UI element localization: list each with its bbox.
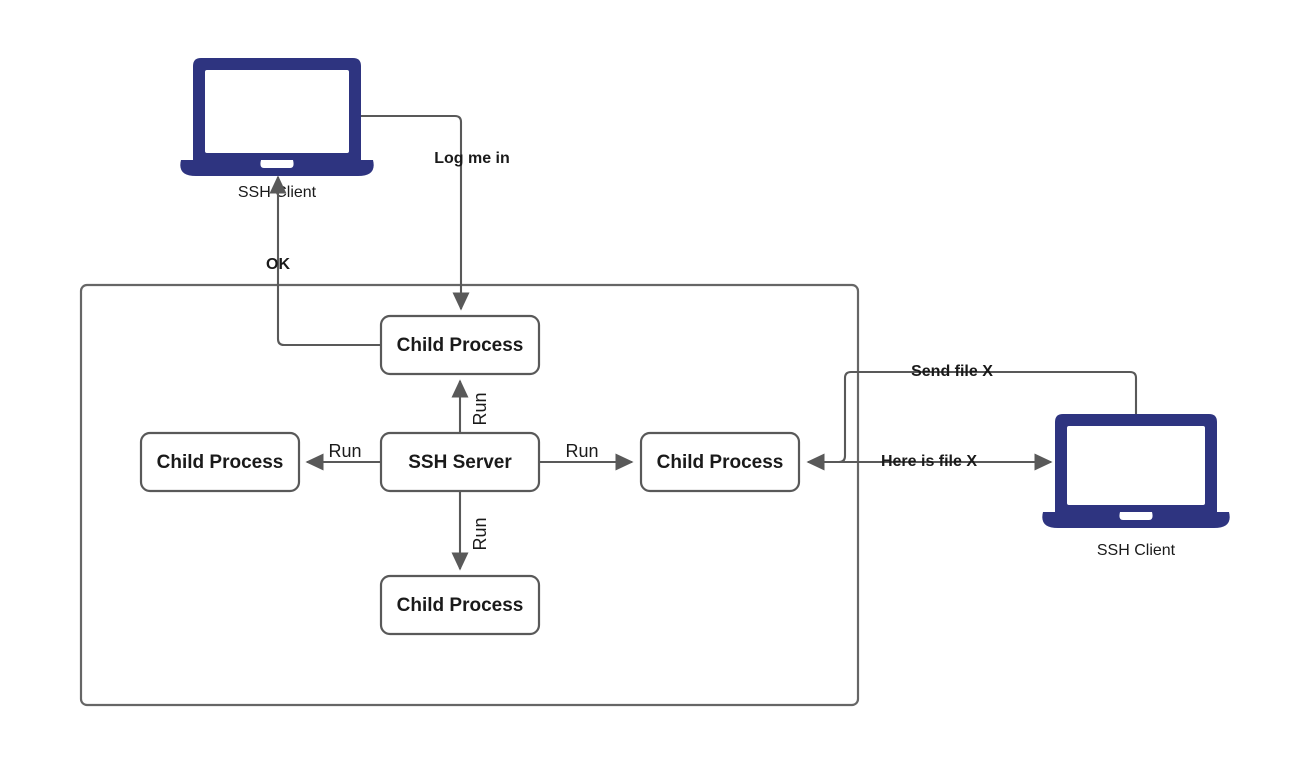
edge-here-is-file-x: Here is file X [806, 453, 1053, 471]
edge-run-right: Run [539, 441, 634, 471]
edge-label-log-me-in: Log me in [434, 150, 510, 167]
server-container-box [79, 283, 860, 707]
edge-ok: OK [266, 175, 381, 347]
node-ssh-server-label: SSH Server [408, 452, 512, 473]
edge-log-me-in-line [361, 114, 470, 311]
edge-label-run-down: Run [470, 517, 490, 550]
node-ssh-server[interactable]: SSH Server [379, 431, 541, 493]
edge-label-run-right: Run [565, 441, 598, 461]
node-child-left-box[interactable] [139, 431, 301, 493]
edge-label-send-file-x: Send file X [911, 363, 993, 380]
laptop-icon-notch [260, 160, 294, 168]
edge-run-down: Run [451, 491, 490, 571]
node-child-bottom-box[interactable] [379, 574, 541, 636]
edge-log-me-in: Log me in [361, 114, 510, 311]
node-child-left[interactable]: Child Process [139, 431, 301, 493]
node-child-bottom[interactable]: Child Process [379, 574, 541, 636]
edge-run-left: Run [305, 441, 381, 471]
edge-label-here-is-file-x: Here is file X [881, 453, 977, 470]
node-child-top[interactable]: Child Process [379, 314, 541, 376]
node-child-right[interactable]: Child Process [639, 431, 801, 493]
node-child-top-box[interactable] [379, 314, 541, 376]
edge-ok-line [269, 175, 381, 347]
node-child-right-label: Child Process [657, 452, 784, 473]
node-child-bottom-label: Child Process [397, 595, 524, 616]
laptop-icon-screen [205, 70, 349, 153]
node-ssh-server-box[interactable] [379, 431, 541, 493]
edge-run-up: Run [451, 379, 490, 433]
edge-label-run-left: Run [328, 441, 361, 461]
edge-label-run-up: Run [470, 392, 490, 425]
device-client-right: SSH Client [1042, 414, 1230, 559]
node-child-right-box[interactable] [639, 431, 801, 493]
node-child-left-label: Child Process [157, 452, 284, 473]
device-client-top: SSH Client [180, 58, 374, 201]
laptop-icon-notch [1119, 512, 1153, 520]
node-child-top-label: Child Process [397, 335, 524, 356]
laptop-icon-screen [1067, 426, 1205, 505]
edge-label-ok: OK [266, 256, 290, 273]
device-label-client-right: SSH Client [1097, 542, 1176, 559]
